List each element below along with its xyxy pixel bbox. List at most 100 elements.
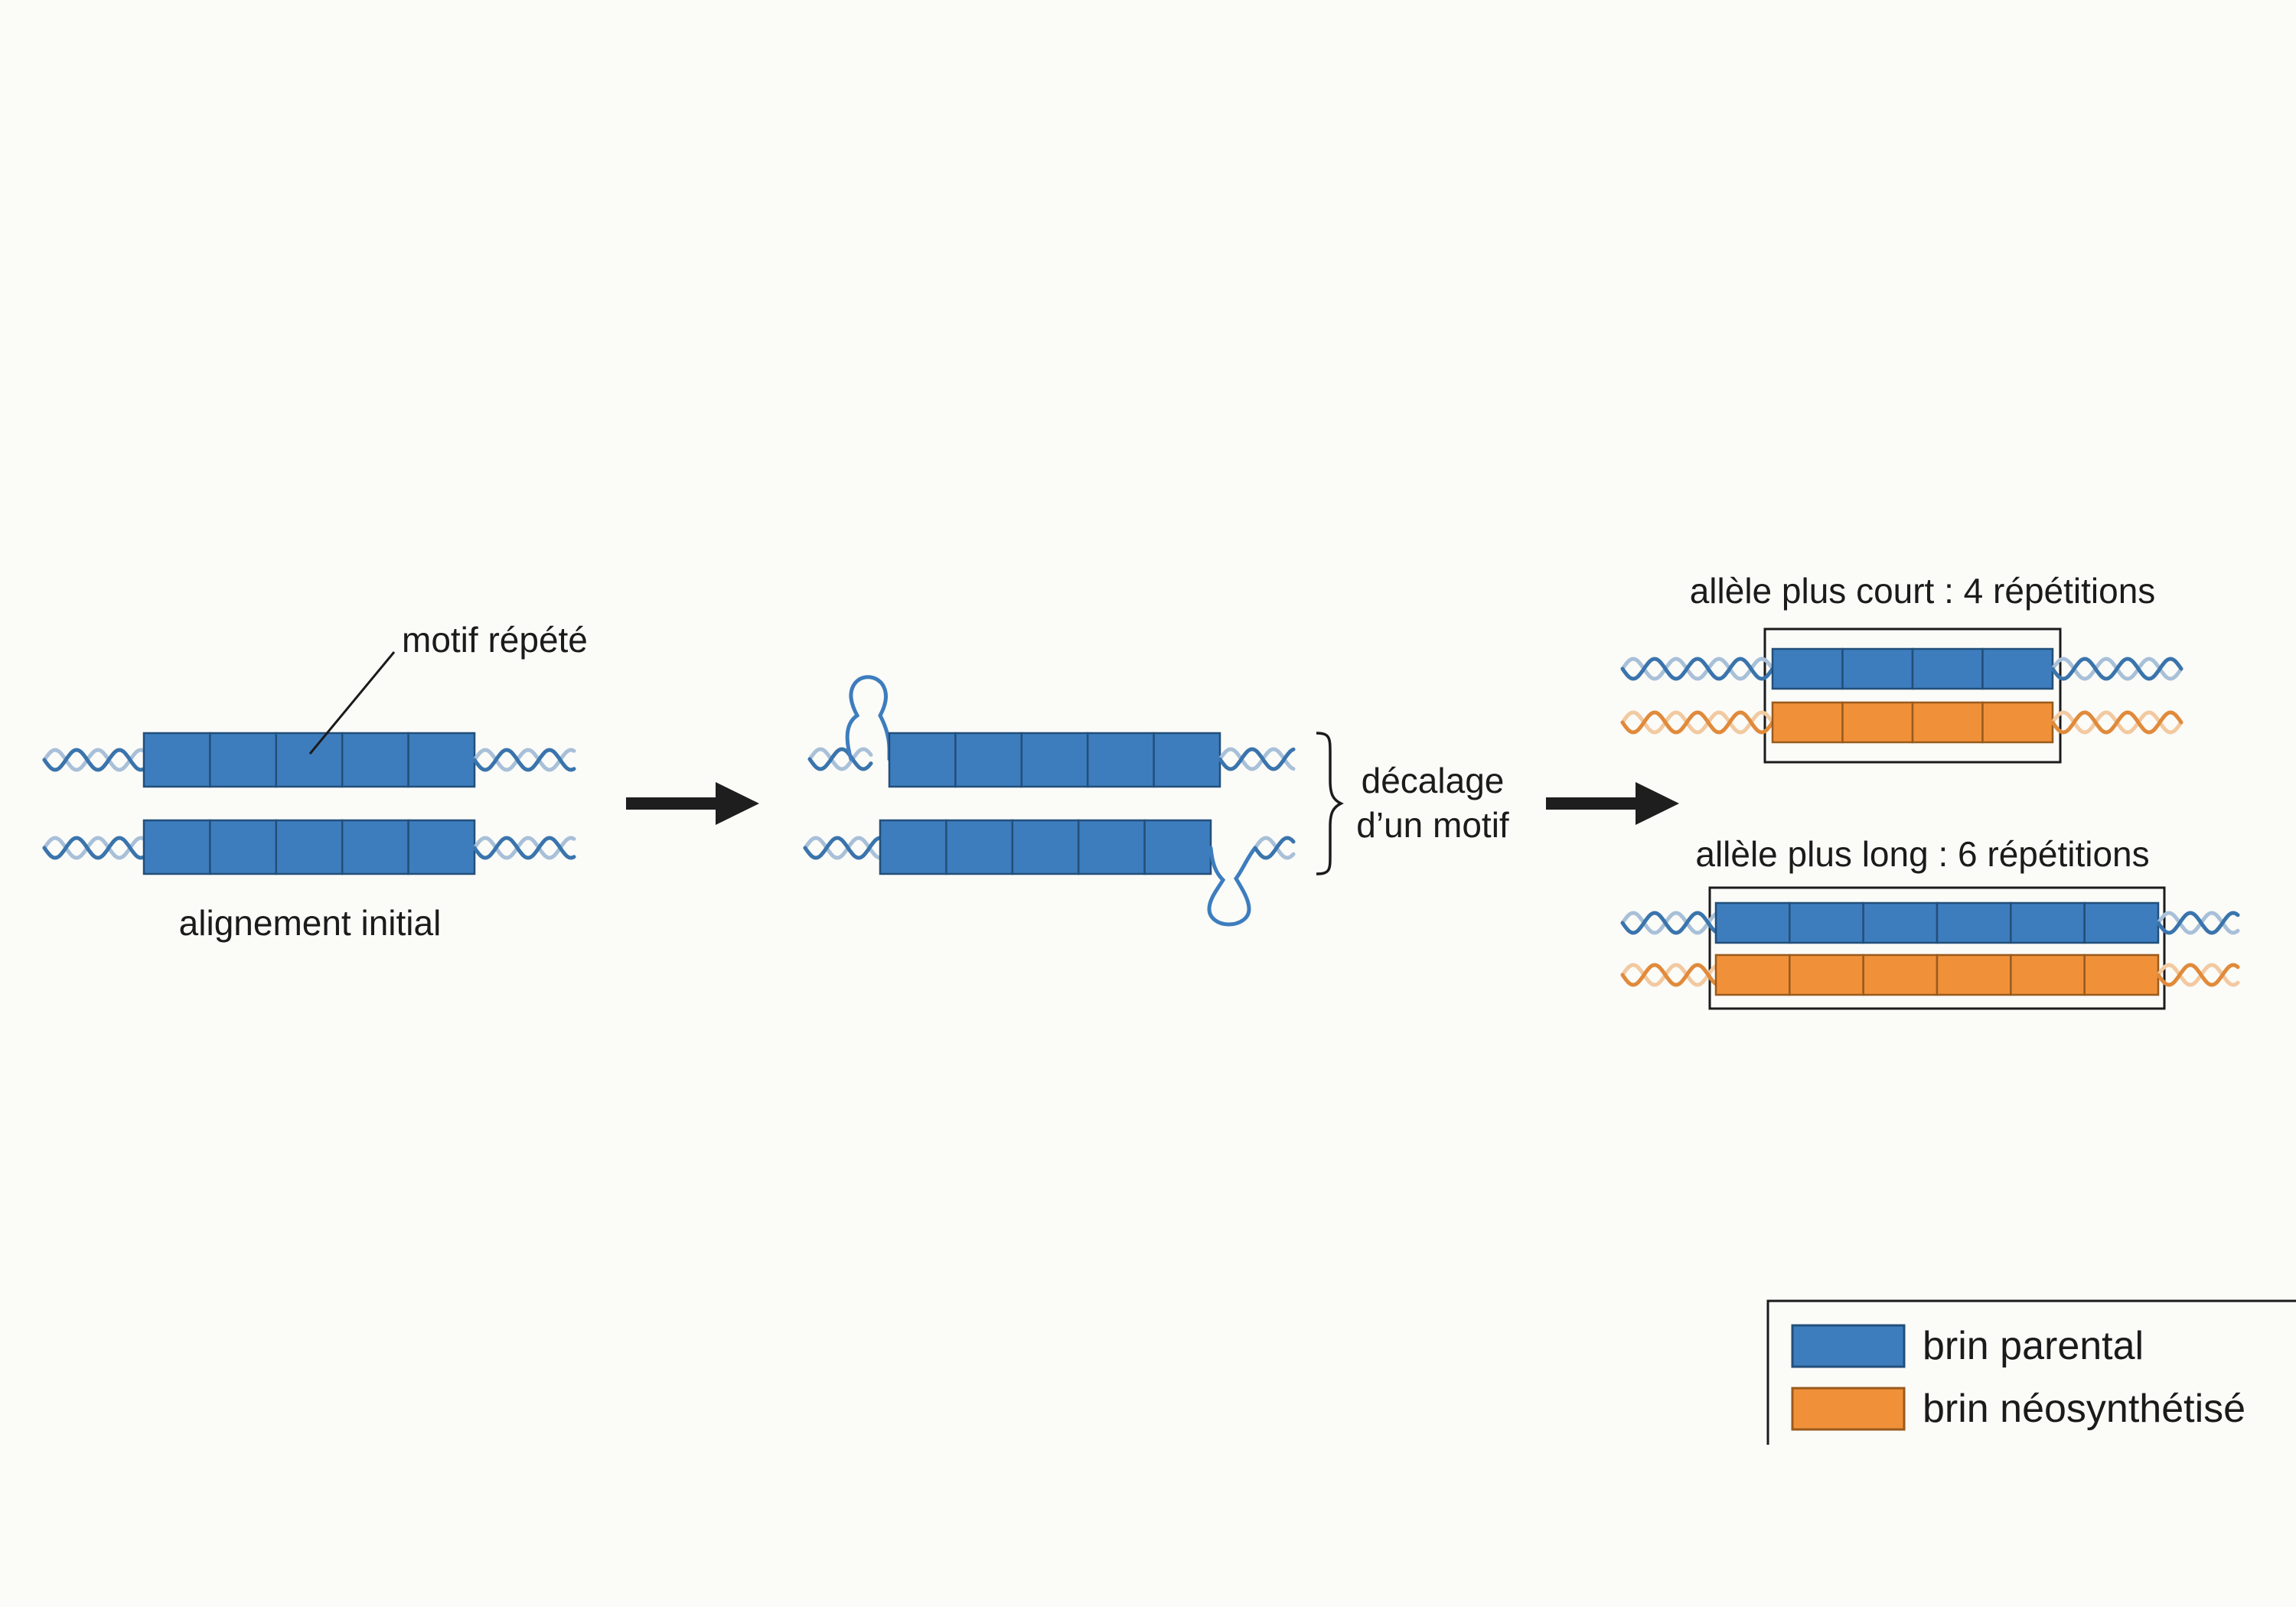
repeat-unit <box>1714 901 1791 944</box>
long-allele-box <box>1708 886 2166 1010</box>
helix-strand <box>1253 836 1296 860</box>
repeat-unit <box>879 819 947 875</box>
repeat-strand-long-parental <box>1714 901 2160 944</box>
helix-strand <box>42 748 146 772</box>
repeat-unit <box>1077 819 1146 875</box>
slippage-loop-top <box>845 675 892 761</box>
helix-strand <box>1253 836 1296 860</box>
repeat-unit <box>1143 819 1212 875</box>
helix-strand <box>472 748 576 772</box>
helix-strand <box>2156 911 2240 935</box>
helix-strand <box>472 748 576 772</box>
helix-strand <box>2050 710 2183 735</box>
shift-label-line1: décalage <box>1362 761 1505 800</box>
repeat-unit <box>275 819 344 875</box>
repeat-unit <box>1862 953 1939 996</box>
helix-initial-bottom-right <box>472 836 576 860</box>
helix-long-new-left <box>1620 963 1718 987</box>
step-arrow-1 <box>626 782 759 825</box>
helix-strand <box>1218 747 1296 771</box>
helix-shift-bottom-left <box>803 836 882 860</box>
short-allele-box <box>1763 627 2062 764</box>
helix-strand <box>42 836 146 860</box>
legend-swatch-new <box>1791 1387 1906 1431</box>
panel-strand-slippage: décalage d’un motif <box>803 675 1509 927</box>
repeat-unit <box>1011 819 1080 875</box>
helix-short-new-right <box>2050 710 2183 735</box>
repeat-unit <box>1771 647 1844 690</box>
helix-strand <box>1620 710 1775 735</box>
repeat-unit <box>1086 732 1155 788</box>
legend: brin parental brin néosynthétisé <box>1766 1299 2296 1445</box>
repeat-unit <box>888 732 957 788</box>
helix-strand <box>807 747 873 771</box>
helix-strand <box>42 748 146 772</box>
helix-strand <box>1620 657 1775 681</box>
repeat-unit <box>209 819 278 875</box>
repeat-unit <box>1862 901 1939 944</box>
short-allele-label: allèle plus court : 4 répétitions <box>1690 571 2156 611</box>
panel-initial-alignment: motif répété alignement initial <box>42 620 588 943</box>
shift-brace <box>1316 732 1344 875</box>
repeat-strand-shift-top <box>888 732 1221 788</box>
repeat-strand-initial-top <box>142 732 476 788</box>
repeat-strand-shift-bottom <box>879 819 1212 875</box>
repeat-unit <box>209 732 278 788</box>
repeat-unit <box>1789 953 1864 996</box>
repeat-unit <box>1911 647 1984 690</box>
repeat-unit <box>1936 953 2012 996</box>
repeat-unit <box>1020 732 1089 788</box>
helix-long-new-right <box>2156 963 2240 987</box>
motif-pointer-line <box>308 651 396 755</box>
repeat-unit <box>1981 647 2054 690</box>
helix-strand <box>1620 963 1718 987</box>
helix-strand <box>472 836 576 860</box>
helix-strand <box>1620 911 1718 935</box>
repeat-unit <box>945 819 1014 875</box>
repeat-unit <box>275 732 344 788</box>
repeat-unit <box>407 819 476 875</box>
helix-strand <box>803 836 882 860</box>
helix-strand <box>472 836 576 860</box>
helix-strand <box>1620 963 1718 987</box>
repeat-unit <box>1981 701 2054 744</box>
panel-short-allele: allèle plus court : 4 répétitions <box>1620 571 2183 764</box>
motif-label: motif répété <box>402 620 588 660</box>
slippage-loop-bottom <box>1207 846 1257 927</box>
helix-long-parental-right <box>2156 911 2240 935</box>
helix-strand <box>1620 657 1775 681</box>
helix-strand <box>807 747 873 771</box>
repeat-strand-long-new <box>1714 953 2160 996</box>
initial-alignment-label: alignement initial <box>179 903 442 943</box>
helix-shift-bottom-right <box>1253 836 1296 860</box>
helix-shift-top-left <box>807 747 873 771</box>
repeat-unit <box>341 732 409 788</box>
repeat-unit <box>2083 953 2160 996</box>
repeat-unit <box>1911 701 1984 744</box>
helix-strand <box>2156 963 2240 987</box>
helix-strand <box>2050 657 2183 681</box>
repeat-unit <box>1771 701 1844 744</box>
repeat-unit <box>2083 901 2160 944</box>
helix-strand <box>803 836 882 860</box>
repeat-unit <box>142 819 211 875</box>
repeat-unit <box>2010 901 2086 944</box>
repeat-strand-initial-bottom <box>142 819 476 875</box>
repeat-unit <box>142 732 211 788</box>
helix-strand <box>1620 710 1775 735</box>
helix-short-parental-left <box>1620 657 1775 681</box>
helix-strand <box>2156 963 2240 987</box>
legend-label-new: brin néosynthétisé <box>1923 1387 2245 1431</box>
repeat-unit <box>341 819 409 875</box>
repeat-unit <box>1841 647 1914 690</box>
long-allele-label: allèle plus long : 6 répétitions <box>1695 834 2149 874</box>
helix-strand <box>2156 911 2240 935</box>
panel-long-allele: allèle plus long : 6 répétitions <box>1620 834 2240 1010</box>
repeat-unit <box>1936 901 2012 944</box>
helix-short-parental-right <box>2050 657 2183 681</box>
repeat-unit <box>1714 953 1791 996</box>
helix-initial-top-left <box>42 748 146 772</box>
step-arrow-2 <box>1546 782 1679 825</box>
repeat-unit <box>2010 953 2086 996</box>
